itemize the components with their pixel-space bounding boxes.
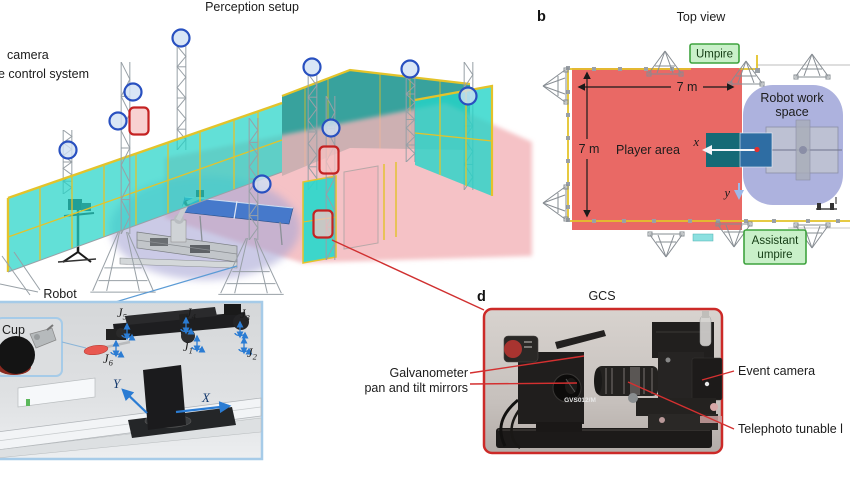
bench-icon — [816, 197, 837, 210]
camera-marker — [302, 57, 322, 77]
vial — [699, 315, 712, 347]
mirror-prong — [555, 330, 606, 349]
origin-dot — [754, 146, 760, 153]
callout-line-gcs — [331, 239, 485, 311]
camera-marker — [108, 111, 128, 131]
assistant-umpire-badge: Assistant umpire — [743, 229, 807, 265]
joint-label-j2: J2 — [247, 346, 258, 362]
paddle-inset — [0, 336, 35, 374]
workspace-label-2: space — [775, 105, 808, 119]
workspace-label-1: Robot work — [760, 91, 824, 105]
height-label: 7 m — [579, 142, 600, 156]
joint-label-j6: J6 — [103, 352, 114, 368]
y-axis-label: y — [722, 186, 730, 200]
x-axis-label: x — [692, 135, 699, 149]
gcs-marker — [318, 145, 340, 175]
tower-base-partial — [0, 251, 41, 296]
gcs-marker — [312, 209, 334, 239]
camera-marker — [171, 28, 191, 48]
camera-marker — [123, 82, 143, 102]
cup-label: Cup — [2, 323, 25, 337]
arena-front-wall — [6, 101, 283, 273]
bench-strip — [692, 233, 714, 242]
panel-c-robot: Robot Cup J5 J4 — [0, 287, 264, 461]
galvo-label-1: Galvanometer — [389, 366, 468, 380]
x-axis-label-robot: X — [201, 390, 211, 405]
camera-marker — [321, 118, 341, 138]
camera-marker — [252, 174, 272, 194]
panel-c-title: Robot — [43, 287, 77, 301]
control-system-label: e control system — [0, 67, 89, 81]
panel-d-title: GCS — [588, 289, 615, 303]
camera-marker — [458, 86, 478, 106]
panel-d-gcs: d GCS GVS012/M — [364, 289, 843, 455]
svg-text:umpire: umpire — [757, 249, 792, 261]
svg-text:Umpire: Umpire — [696, 49, 733, 61]
joint-label-j1: J1 — [183, 340, 193, 356]
pink-door-panel — [343, 162, 397, 250]
panel-b-top-view: Umpire Assistant umpire 7 m 7 m x y b To… — [537, 9, 850, 265]
galvo-label-2: pan and tilt mirrors — [364, 381, 468, 395]
player-area-label: Player area — [616, 143, 680, 157]
camera-label: camera — [7, 48, 49, 62]
panel-a-perception-setup: Perception setup camera e control system — [0, 0, 532, 296]
cup-inset: Cup — [0, 317, 87, 377]
gcs-photo-content: GVS012/M — [496, 311, 723, 449]
svg-text:Assistant: Assistant — [752, 235, 799, 247]
gcs-marker — [128, 106, 150, 136]
joint-label-j5: J5 — [117, 306, 127, 322]
panel-b-title: Top view — [677, 10, 727, 24]
panel-d-letter: d — [477, 289, 486, 305]
y-axis-arrow-robot — [121, 388, 148, 414]
telephoto-label: Telephoto tunable l — [738, 422, 843, 436]
robot-workspace — [743, 85, 843, 205]
paddle — [83, 344, 109, 356]
panel-b-letter: b — [537, 9, 546, 25]
cup-device — [29, 327, 57, 349]
fence-perimeter — [566, 55, 850, 229]
robot-photo-content — [0, 304, 262, 458]
joint-label-j4: J4 — [186, 306, 197, 322]
umpire-badge: Umpire — [689, 43, 740, 64]
camera-marker — [400, 59, 420, 79]
joint-label-j3: J3 — [240, 307, 250, 323]
callout-line-robot — [111, 265, 238, 304]
arena-right-wall — [414, 84, 494, 196]
camera-marker — [58, 140, 78, 160]
device-model-text: GVS012/M — [564, 397, 596, 404]
gcs-leader-lines — [469, 355, 735, 430]
linear-gantry-3d — [119, 231, 238, 269]
event-camera-label: Event camera — [738, 364, 815, 378]
x-axis-arrow-robot — [175, 401, 232, 414]
width-label: 7 m — [677, 80, 698, 94]
panel-a-title: Perception setup — [205, 0, 299, 14]
y-axis-label-robot: Y — [113, 376, 122, 391]
